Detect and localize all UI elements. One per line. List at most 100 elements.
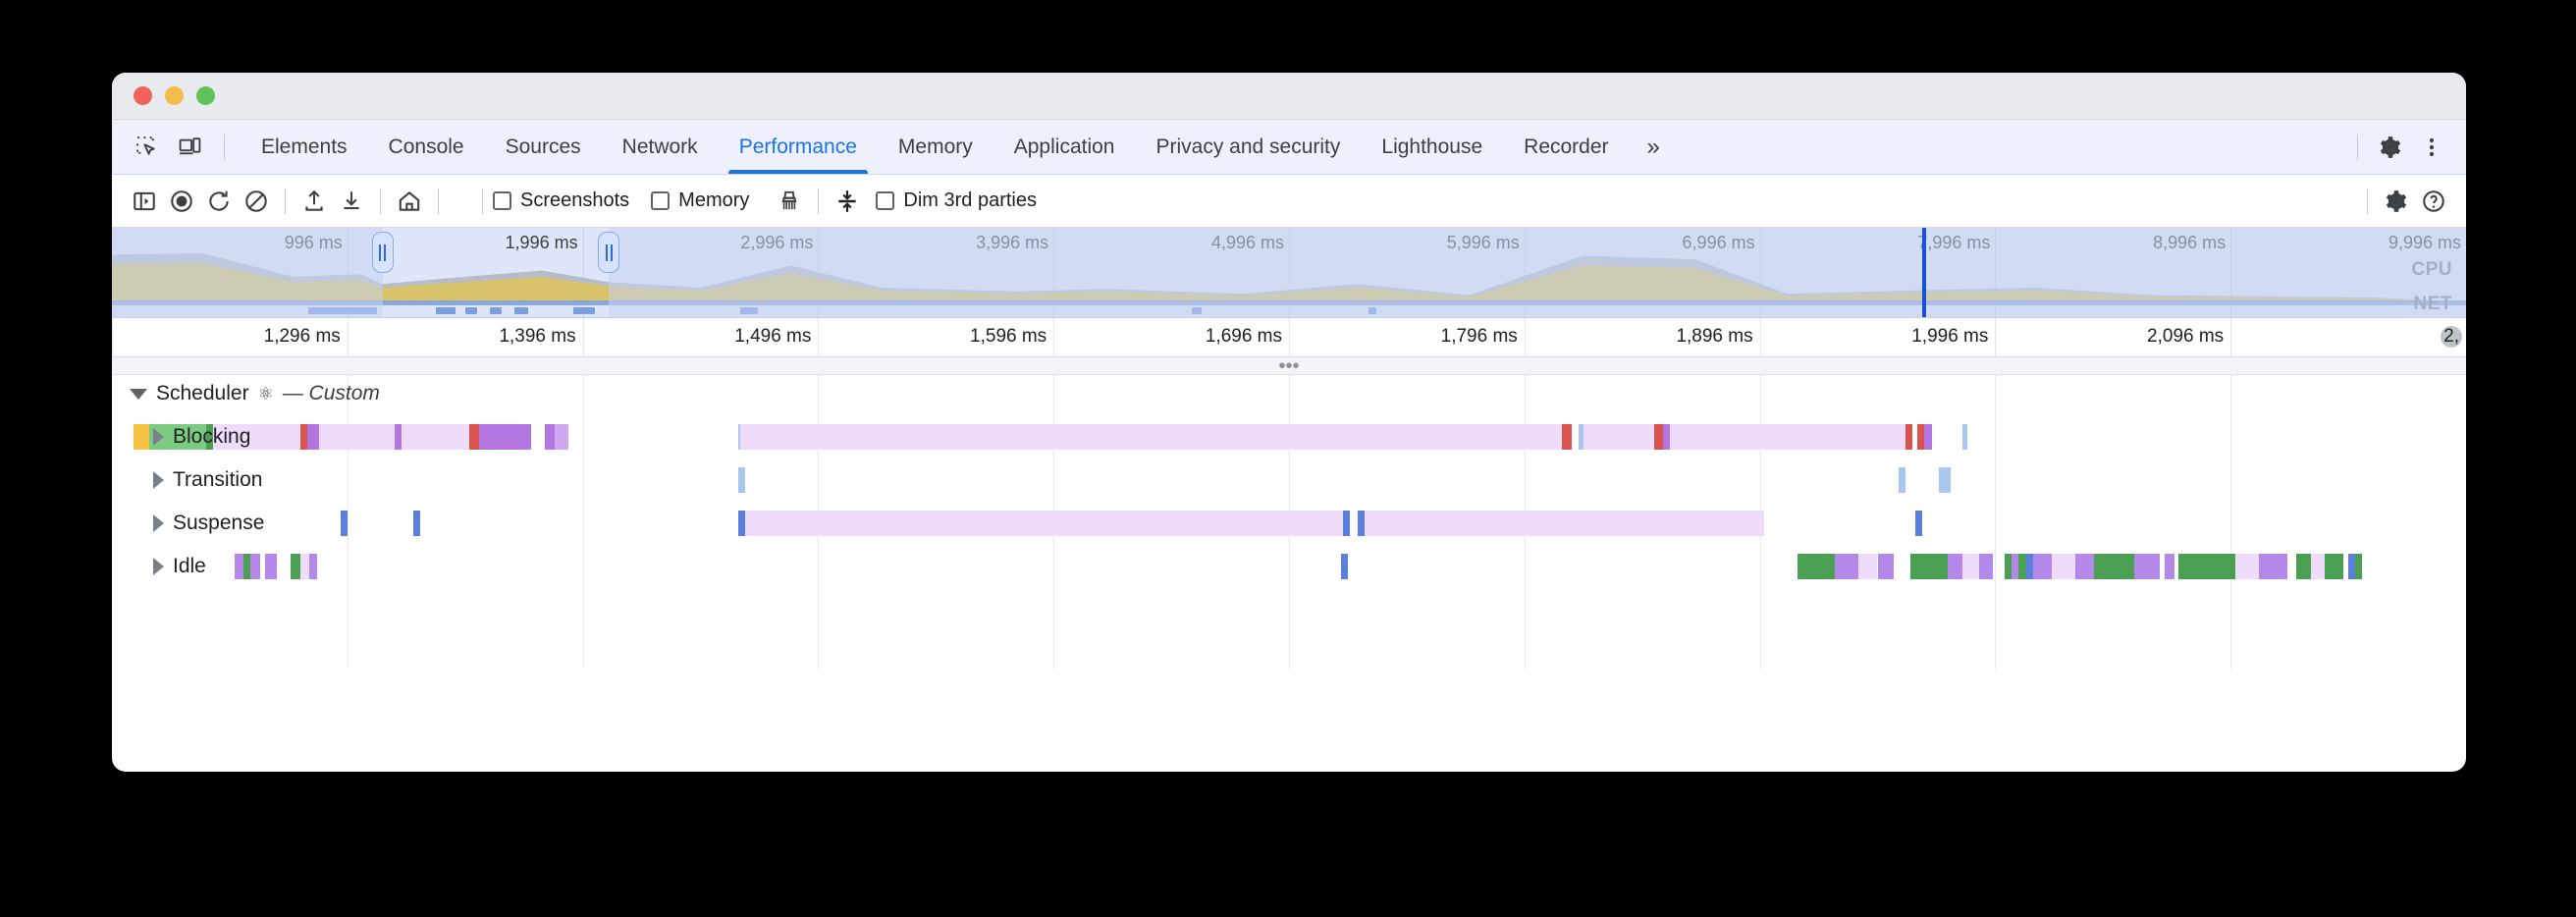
track-blocking[interactable]: Blocking <box>112 418 2466 456</box>
flame-bar[interactable] <box>1877 554 1895 579</box>
flame-bar[interactable] <box>299 554 310 579</box>
flame-bar[interactable] <box>307 424 320 450</box>
flame-bar[interactable] <box>1917 424 1925 450</box>
flame-bar[interactable] <box>1797 554 1836 579</box>
chevron-down-icon[interactable] <box>130 388 147 400</box>
overview-selection-handle-left[interactable] <box>371 232 394 273</box>
flame-bar[interactable] <box>2074 554 2095 579</box>
flame-bar[interactable] <box>309 554 317 579</box>
clear-icon[interactable] <box>238 183 275 220</box>
flame-bar[interactable] <box>2258 554 2287 579</box>
tab-application[interactable]: Application <box>1013 135 1115 158</box>
inspect-element-icon[interactable] <box>128 129 165 166</box>
track-suspense-header[interactable]: Suspense <box>153 505 264 542</box>
track-suspense-bars[interactable] <box>112 511 2466 536</box>
flame-bar[interactable] <box>1914 511 1923 536</box>
flame-bar[interactable] <box>737 511 746 536</box>
collect-garbage-icon[interactable] <box>771 183 808 220</box>
flame-bar[interactable] <box>291 554 300 579</box>
tab-performance[interactable]: Performance <box>719 120 878 174</box>
more-tabs-icon[interactable]: » <box>1646 133 1660 160</box>
flame-bar[interactable] <box>737 467 746 493</box>
export-profile-icon[interactable] <box>333 183 370 220</box>
tab-memory[interactable]: Memory <box>897 135 973 158</box>
chevron-right-icon[interactable] <box>153 428 164 446</box>
track-transition[interactable]: Transition <box>112 461 2466 499</box>
timeline-overview[interactable]: 996 ms1,996 ms2,996 ms3,996 ms4,996 ms5,… <box>112 228 2466 318</box>
timeline-ruler[interactable]: 1,196 ms1,296 ms1,396 ms1,496 ms1,596 ms… <box>112 318 2466 357</box>
flame-bar[interactable] <box>1583 424 1654 450</box>
track-group-scheduler-header[interactable]: Scheduler ⚛ — Custom <box>130 375 380 412</box>
overview-selection-handle-right[interactable] <box>598 232 620 273</box>
capture-settings-gear-icon[interactable] <box>2378 183 2415 220</box>
flame-bar[interactable] <box>299 424 308 450</box>
track-idle-header[interactable]: Idle <box>153 548 206 585</box>
flame-bar[interactable] <box>213 424 300 450</box>
dim-3rd-parties-checkbox[interactable]: Dim 3rd parties <box>876 189 1037 212</box>
flame-bar[interactable] <box>319 424 395 450</box>
window-minimize-button[interactable] <box>165 86 184 105</box>
flame-bar[interactable] <box>1961 424 1967 450</box>
settings-gear-icon[interactable] <box>2372 129 2409 166</box>
tab-network[interactable]: Network <box>621 135 698 158</box>
toggle-sidebar-icon[interactable] <box>126 183 163 220</box>
flame-bar[interactable] <box>1653 424 1664 450</box>
flame-bar[interactable] <box>1562 424 1572 450</box>
flame-bar[interactable] <box>1578 424 1583 450</box>
flame-bar[interactable] <box>2234 554 2259 579</box>
flame-bar[interactable] <box>2032 554 2052 579</box>
flame-bar[interactable] <box>2004 554 2012 579</box>
flame-bar[interactable] <box>745 511 1344 536</box>
flame-bar[interactable] <box>2310 554 2326 579</box>
panel-resize-handle[interactable]: ••• <box>112 356 2466 376</box>
dim-3rd-parties-checkbox-box[interactable] <box>876 191 895 210</box>
flame-bar[interactable] <box>1961 554 1979 579</box>
flame-bar[interactable] <box>250 554 261 579</box>
flame-bar[interactable] <box>2296 554 2311 579</box>
flame-bar[interactable] <box>2018 554 2026 579</box>
collapse-expand-icon[interactable] <box>829 183 866 220</box>
chevron-right-icon[interactable] <box>153 558 164 575</box>
flame-bar[interactable] <box>2325 554 2344 579</box>
flame-bar[interactable] <box>2025 554 2033 579</box>
tab-elements[interactable]: Elements <box>261 135 348 158</box>
flame-bar[interactable] <box>2012 554 2019 579</box>
flame-bar[interactable] <box>2178 554 2235 579</box>
home-icon[interactable] <box>391 183 428 220</box>
flame-bar[interactable] <box>1858 554 1878 579</box>
memory-checkbox[interactable]: Memory <box>651 189 749 212</box>
flame-bar[interactable] <box>243 554 251 579</box>
flame-bar[interactable] <box>488 424 531 450</box>
flame-bar[interactable] <box>340 511 348 536</box>
flame-bar[interactable] <box>1978 554 1993 579</box>
track-blocking-bars[interactable] <box>112 424 2466 450</box>
flame-bar[interactable] <box>469 424 480 450</box>
device-toolbar-icon[interactable] <box>171 129 208 166</box>
flame-bar[interactable] <box>2348 554 2356 579</box>
flame-bar[interactable] <box>1835 554 1859 579</box>
track-group-scheduler[interactable]: Scheduler ⚛ — Custom <box>112 375 2466 412</box>
flame-bar[interactable] <box>1938 467 1951 493</box>
flame-bar[interactable] <box>2165 554 2174 579</box>
flame-bar[interactable] <box>412 511 421 536</box>
flame-bar[interactable] <box>401 424 470 450</box>
track-blocking-header[interactable]: Blocking <box>153 418 250 456</box>
tab-sources[interactable]: Sources <box>505 135 581 158</box>
flame-bar[interactable] <box>1340 554 1348 579</box>
flame-bar[interactable] <box>1905 424 1913 450</box>
flame-bar[interactable] <box>2051 554 2075 579</box>
flame-bar[interactable] <box>479 424 489 450</box>
flame-bar[interactable] <box>545 424 555 450</box>
flame-bar[interactable] <box>1663 424 1671 450</box>
flame-bar[interactable] <box>205 424 214 450</box>
flame-bar[interactable] <box>264 554 277 579</box>
flame-bar[interactable] <box>1910 554 1949 579</box>
flame-chart[interactable]: Scheduler ⚛ — Custom Blocking Transition… <box>112 375 2466 670</box>
help-icon[interactable] <box>2415 183 2452 220</box>
screenshots-checkbox-box[interactable] <box>493 191 511 210</box>
flame-bar[interactable] <box>394 424 402 450</box>
record-icon[interactable] <box>163 183 200 220</box>
track-suspense[interactable]: Suspense <box>112 505 2466 542</box>
flame-bar[interactable] <box>2133 554 2161 579</box>
flame-bar[interactable] <box>2355 554 2363 579</box>
